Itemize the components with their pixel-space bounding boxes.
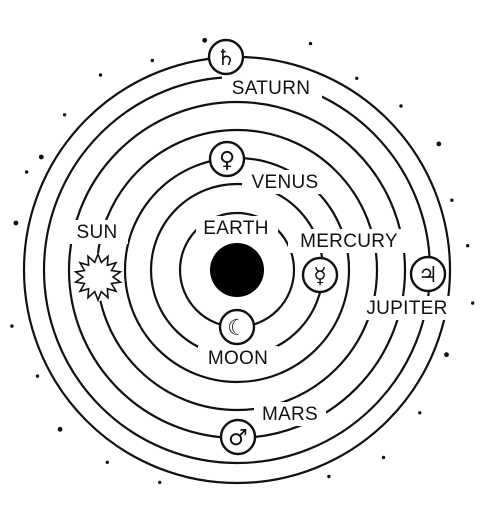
mercury-icon: ☿	[313, 264, 327, 289]
star-dot	[38, 154, 44, 160]
star-dot	[62, 113, 67, 117]
jupiter-icon: ♃	[418, 263, 438, 288]
sun-marker	[73, 251, 123, 303]
mercury-label: MERCURY	[300, 231, 398, 252]
mars-icon: ♂	[228, 426, 248, 451]
mercury-marker: ☿	[301, 256, 339, 294]
jupiter-marker: ♃	[409, 255, 447, 293]
star-dot	[418, 411, 422, 415]
saturn-icon: ♄	[216, 46, 236, 71]
fixed-stars-icon	[10, 37, 475, 485]
venus-label: VENUS	[252, 172, 319, 193]
star-dot	[202, 37, 208, 43]
star-dot	[13, 220, 19, 226]
mars-marker: ♂	[219, 418, 257, 456]
star-dot	[381, 455, 386, 460]
star-dot	[444, 352, 449, 358]
star-dot	[327, 474, 331, 479]
star-dot	[471, 301, 475, 305]
star-dot	[98, 73, 103, 77]
label-gaps	[68, 76, 458, 426]
star-dot	[158, 480, 162, 485]
star-dot	[25, 170, 29, 174]
earth-label: EARTH	[203, 218, 269, 239]
venus-marker: ♀	[208, 140, 246, 178]
star-dot	[10, 324, 14, 328]
mars-label: MARS	[262, 404, 318, 425]
moon-label: MOON	[208, 348, 268, 369]
star-dot	[105, 460, 110, 464]
star-dot	[308, 41, 313, 46]
star-dot	[436, 141, 442, 147]
star-dot	[466, 244, 470, 248]
venus-icon: ♀	[219, 148, 235, 173]
earth-icon	[210, 243, 264, 297]
star-dot	[150, 58, 154, 63]
star-dot	[355, 76, 359, 81]
star-dot	[399, 104, 403, 108]
moon-marker: ☾	[218, 308, 256, 346]
star-dot	[35, 374, 40, 378]
moon-icon: ☾	[227, 316, 247, 341]
saturn-label: SATURN	[232, 78, 311, 99]
sun-label: SUN	[76, 222, 117, 243]
star-dot	[57, 426, 63, 432]
sun-icon	[73, 251, 123, 303]
jupiter-label: JUPITER	[366, 298, 447, 319]
star-dot	[450, 198, 454, 202]
saturn-marker: ♄	[207, 38, 245, 76]
